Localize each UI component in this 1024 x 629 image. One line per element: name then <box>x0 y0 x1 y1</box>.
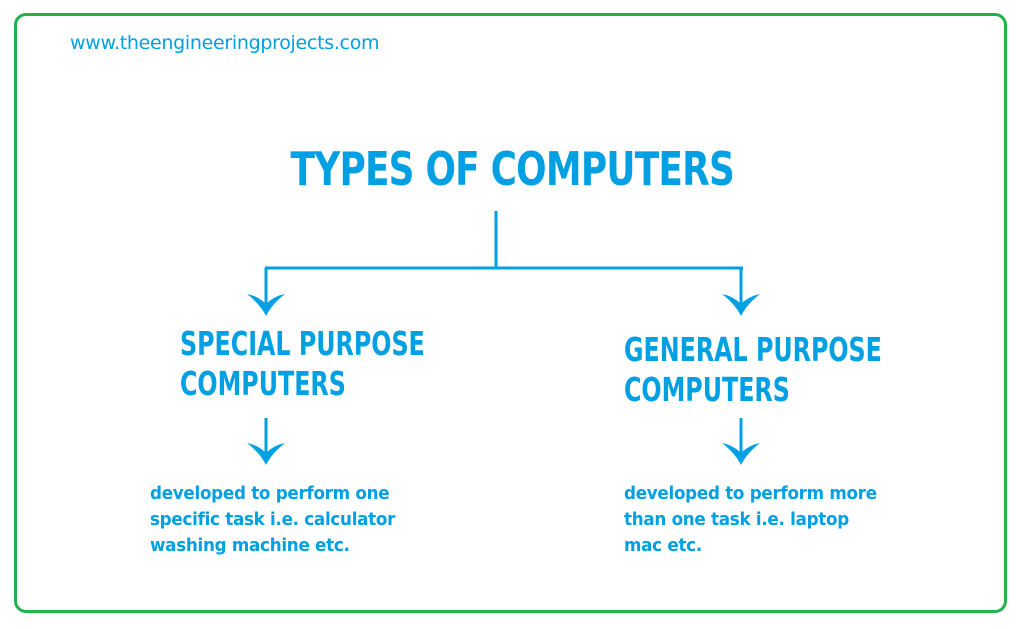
special-purpose-description: developed to perform one specific task i… <box>150 481 414 559</box>
heading-line: COMPUTERS <box>180 364 346 403</box>
general-purpose-heading: GENERAL PURPOSE COMPUTERS <box>624 330 982 410</box>
diagram-title-text: TYPES OF COMPUTERS <box>290 142 734 196</box>
description-line: than one task i.e. laptop <box>624 509 849 530</box>
heading-line: GENERAL PURPOSE <box>624 330 882 369</box>
special-purpose-heading: SPECIAL PURPOSE COMPUTERS <box>180 324 520 404</box>
description-line: specific task i.e. calculator <box>150 509 396 530</box>
description-line: mac etc. <box>624 535 702 556</box>
description-line: washing machine etc. <box>150 535 350 556</box>
description-line: developed to perform more <box>624 483 877 504</box>
description-line: developed to perform one <box>150 483 390 504</box>
heading-line: COMPUTERS <box>624 370 790 409</box>
heading-line: SPECIAL PURPOSE <box>180 324 425 363</box>
arrow-down-icon-left-bottom <box>247 443 285 465</box>
diagram-frame <box>14 13 1007 613</box>
arrow-down-icon-right-bottom <box>722 443 760 465</box>
arrow-down-icon-right-top <box>722 294 760 316</box>
diagram-title: TYPES OF COMPUTERS <box>0 142 1024 196</box>
general-purpose-description: developed to perform more than one task … <box>624 481 896 559</box>
site-url: www.theengineeringprojects.com <box>70 32 380 54</box>
arrow-down-icon-left-top <box>247 294 285 316</box>
